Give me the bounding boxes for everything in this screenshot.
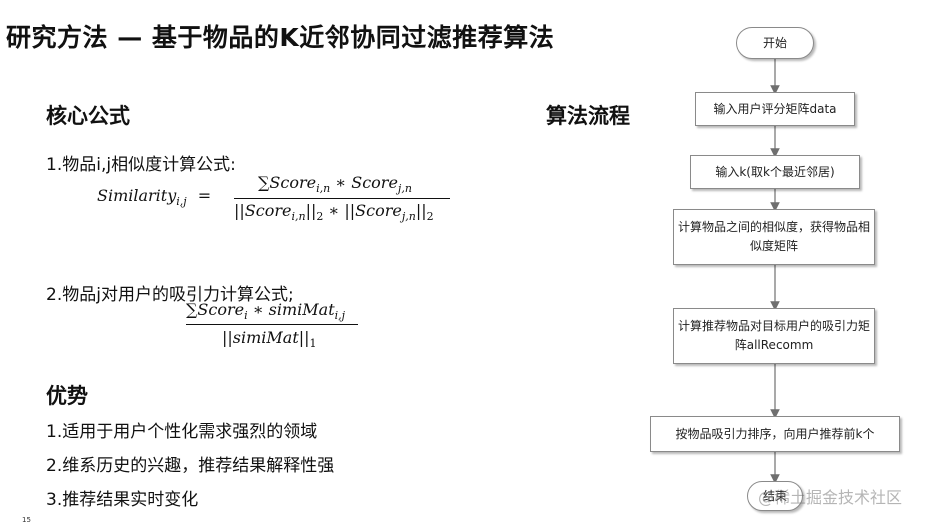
flow-step-input-k: 输入k(取k个最近邻居) bbox=[690, 155, 860, 189]
flow-end-node: 结束 bbox=[747, 481, 803, 511]
formula1-den-a-close: || bbox=[305, 201, 317, 220]
formula1-den-b-close: || bbox=[415, 201, 427, 220]
flow-step-input-data: 输入用户评分矩阵data bbox=[695, 92, 855, 126]
formula1-den-a-norm: 2 bbox=[316, 210, 324, 224]
formula1-numerator: ∑Scorei,n ∗ Scorej,n bbox=[258, 173, 412, 195]
advantages-heading: 优势 bbox=[46, 384, 88, 408]
formula1-lhs-symbol: Similarity bbox=[97, 186, 177, 205]
flow-step-rank-recommend: 按物品吸引力排序，向用户推荐前k个 bbox=[650, 416, 900, 452]
formula1-den-b: ||Score bbox=[344, 201, 402, 220]
formula1-equals: = bbox=[197, 186, 212, 205]
formula1-den-a-sub: i,n bbox=[291, 210, 306, 224]
formula1-lhs: Similarityi,j = bbox=[97, 186, 211, 208]
formula1-numerator-sub2: j,n bbox=[397, 182, 412, 196]
formula2-numerator: ∑Scorei ∗ simiMati,j bbox=[186, 300, 345, 322]
formula1-den-a: ||Score bbox=[234, 201, 292, 220]
formula2-numerator-sub2: i,j bbox=[334, 309, 346, 323]
formula2-den-norm: 1 bbox=[309, 337, 317, 351]
formula1-lhs-subscript: i,j bbox=[176, 195, 187, 209]
flow-start-node: 开始 bbox=[736, 27, 814, 59]
flow-step-attraction: 计算推荐物品对目标用户的吸引力矩阵allRecomm bbox=[673, 308, 875, 364]
flow-step-similarity: 计算物品之间的相似度，获得物品相似度矩阵 bbox=[673, 209, 875, 265]
formula1-numerator-times: ∗ Score bbox=[330, 173, 398, 192]
advantage-item: 3.推荐结果实时变化 bbox=[46, 490, 199, 510]
formula1-denominator: ||Scorei,n||2 ∗ ||Scorej,n||2 bbox=[234, 201, 434, 223]
core-formula-heading: 核心公式 bbox=[46, 104, 130, 128]
formula2-numerator-sum: ∑Score bbox=[186, 300, 245, 319]
formula2-fraction-bar bbox=[186, 324, 358, 325]
algorithm-flow-heading: 算法流程 bbox=[546, 104, 630, 128]
formula1-numerator-sub1: i,n bbox=[316, 182, 331, 196]
formula1-numerator-sum: ∑Score bbox=[258, 173, 317, 192]
slide-title: 研究方法 — 基于物品的K近邻协同过滤推荐算法 bbox=[6, 23, 555, 52]
page-number: 15 bbox=[22, 516, 31, 524]
formula2-numerator-times: ∗ simiMat bbox=[247, 300, 335, 319]
formula2-label: 2.物品j对用户的吸引力计算公式; bbox=[46, 285, 294, 305]
formula1-den-b-norm: 2 bbox=[426, 210, 434, 224]
formula2-den-text: ||simiMat|| bbox=[222, 328, 310, 347]
formula2-denominator: ||simiMat||1 bbox=[222, 328, 317, 350]
formula1-fraction-bar bbox=[234, 198, 450, 199]
formula1-den-b-sub: j,n bbox=[401, 210, 416, 224]
advantage-item: 1.适用于用户个性化需求强烈的领域 bbox=[46, 422, 318, 442]
formula2-numerator-sub: i bbox=[244, 309, 248, 323]
formula1-den-mid: ∗ bbox=[323, 201, 345, 220]
formula1-label: 1.物品i,j相似度计算公式: bbox=[46, 155, 236, 175]
watermark: @稀土掘金技术社区 bbox=[758, 488, 903, 507]
advantage-item: 2.维系历史的兴趣，推荐结果解释性强 bbox=[46, 456, 335, 476]
